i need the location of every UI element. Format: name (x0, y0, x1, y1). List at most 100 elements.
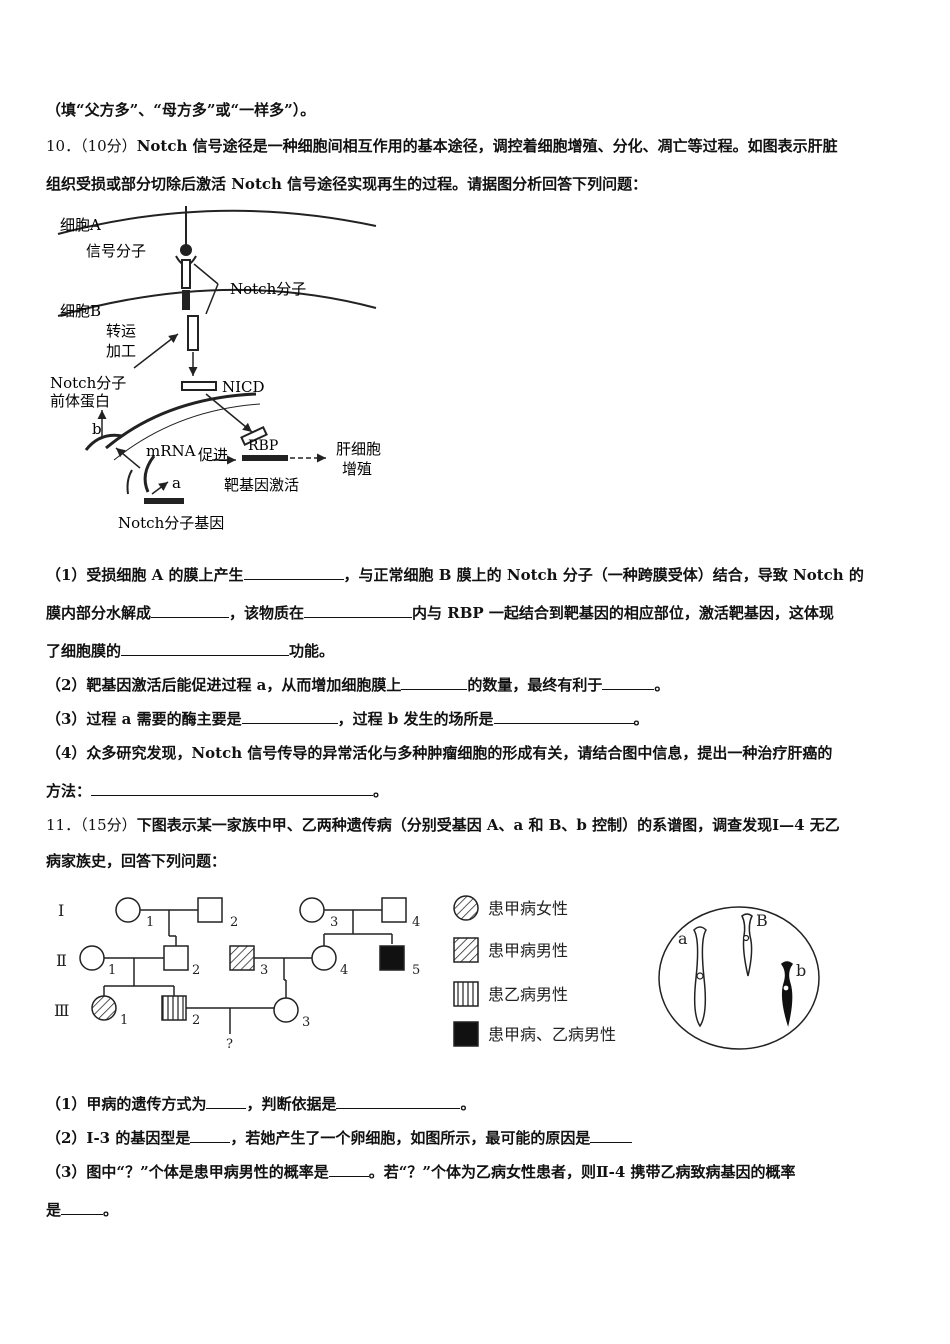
legend-male-b-icon (453, 981, 479, 1007)
pedigree-iii3 (273, 997, 299, 1023)
q11-part2: （2）Ⅰ-3 的基因型是，若她产生了一个卵细胞，如图所示，最可能的原因是 (46, 1128, 633, 1148)
pedigree-i4 (381, 897, 407, 923)
q10-stem-line1: 10．（10分）Notch 信号途径是一种细胞间相互作用的基本途径，调控着细胞增… (46, 137, 838, 155)
promote-label: 促进 (198, 446, 228, 464)
generation-1-label: Ⅰ (58, 901, 64, 920)
pedigree-ii2 (163, 945, 189, 971)
transport-label-1: 转运 (106, 322, 136, 340)
legend-male-a-icon (453, 937, 479, 963)
signal-molecule-label: 信号分子 (86, 242, 146, 260)
q10-number: 10． (46, 137, 81, 155)
pedigree-iii1 (91, 995, 117, 1021)
notch-molecule-label: Notch分子 (230, 280, 306, 298)
liver-label-1: 肝细胞 (336, 440, 381, 458)
legend-female-a-icon (453, 895, 479, 921)
answer-blank[interactable] (590, 1128, 633, 1143)
q10-stem-line2: 组织受损或部分切除后激活 Notch 信号途径实现再生的过程。请据图分析回答下列… (46, 175, 648, 193)
pedigree-ii3 (229, 945, 255, 971)
ii1-label: 1 (108, 963, 116, 978)
cell-b-label: 细胞B (60, 302, 101, 320)
answer-blank[interactable] (61, 1200, 104, 1215)
q9-tail: （填“父方多”、“母方多”或“一样多”）。 (46, 101, 316, 119)
cell-b-membrane (57, 288, 377, 317)
q10-part1-line1: （1）受损细胞 A 的膜上产生，与正常细胞 B 膜上的 Notch 分子（一种跨… (46, 565, 864, 584)
notch-gene-label: Notch分子基因 (118, 514, 224, 532)
i2-label: 2 (230, 915, 238, 930)
ii5-label: 5 (412, 963, 420, 978)
pedigree-figure: Ⅰ Ⅱ Ⅲ (54, 895, 616, 1052)
generation-3-label: Ⅲ (54, 1001, 69, 1020)
chromosome-b-icon (780, 961, 794, 1027)
answer-blank[interactable] (401, 675, 468, 690)
process-b-label: b (92, 420, 102, 438)
unknown-label: ? (226, 1037, 233, 1052)
q10-part1-line3: 了细胞膜的功能。 (46, 641, 335, 660)
q11-part3-line2: 是。 (46, 1200, 119, 1219)
i3-label: 3 (330, 915, 338, 930)
mrna-label: mRNA (146, 442, 196, 460)
q10-part2: （2）靶基因激活后能促进过程 a，从而增加细胞膜上的数量，最终有利于。 (46, 675, 670, 694)
legend-male-b-label: 患乙病男性 (488, 985, 568, 1004)
signal-molecule-icon (180, 244, 192, 256)
pedigree-i2 (197, 897, 223, 923)
chromosome-b-label: b (796, 961, 806, 980)
pedigree-ii1 (79, 945, 105, 971)
liver-label-2: 增殖 (342, 460, 372, 478)
q10-score: （10分） (80, 137, 137, 155)
q10-part4-line2: 方法：。 (46, 781, 389, 800)
answer-blank[interactable] (304, 603, 413, 618)
pedigree-ii4 (311, 945, 337, 971)
notch-molecule-icon (187, 315, 199, 351)
answer-blank[interactable] (206, 1094, 247, 1109)
legend-female-a-label: 患甲病女性 (488, 899, 568, 918)
pedigree-i3 (299, 897, 325, 923)
chromosome-a-label: a (678, 929, 688, 948)
q10-part1-line2: 膜内部分水解成，该物质在内与 RBP 一起结合到靶基因的相应部位，激活靶基因，这… (46, 603, 834, 622)
answer-blank[interactable] (121, 641, 290, 656)
nicd-icon (181, 381, 217, 391)
q11-stem-line2: 病家族史，回答下列问题： (46, 852, 227, 870)
i1-label: 1 (146, 915, 154, 930)
nicd-label: NICD (222, 378, 265, 396)
rbp-label: RBP (248, 438, 278, 454)
process-a-label: a (172, 474, 181, 492)
notch-pathway-figure: 细胞A 信号分子 Notch分子 细胞B 转运 加工 NICD Notch分子 … (50, 206, 381, 532)
chromosome-B-label: B (756, 911, 768, 930)
cell-a-membrane (57, 209, 377, 235)
q11-number: 11． (46, 816, 81, 834)
i4-label: 4 (412, 915, 420, 930)
q11-part1: （1）甲病的遗传方式为，判断依据是。 (46, 1094, 476, 1113)
answer-blank[interactable] (336, 1094, 461, 1109)
iii1-label: 1 (120, 1013, 128, 1028)
ii2-label: 2 (192, 963, 200, 978)
ii4-label: 4 (340, 963, 348, 978)
generation-2-label: Ⅱ (56, 951, 67, 970)
pedigree-i1 (115, 897, 141, 923)
answer-blank[interactable] (493, 709, 634, 724)
iii2-label: 2 (192, 1013, 200, 1028)
legend-male-ab-label: 患甲病、乙病男性 (488, 1025, 616, 1044)
precursor-label-1: Notch分子 (50, 374, 126, 392)
q11-score: （15分） (80, 816, 137, 834)
transport-label-2: 加工 (106, 342, 136, 360)
q10-part3: （3）过程 a 需要的酶主要是，过程 b 发生的场所是。 (46, 709, 649, 728)
legend-male-ab-icon (453, 1021, 479, 1047)
pedigree-ii5 (379, 945, 405, 971)
answer-blank[interactable] (602, 675, 655, 690)
answer-blank[interactable] (190, 1128, 231, 1143)
iii3-label: 3 (302, 1015, 310, 1030)
answer-blank[interactable] (151, 603, 230, 618)
answer-blank[interactable] (241, 709, 338, 724)
notch-gene-icon (144, 498, 184, 504)
q11-stem-line1: 11．（15分）下图表示某一家族中甲、乙两种遗传病（分别受基因 A、a 和 B、… (46, 816, 840, 834)
legend-male-a-label: 患甲病男性 (488, 941, 568, 960)
answer-blank[interactable] (328, 1162, 369, 1177)
chromosome-B-icon (741, 913, 753, 977)
answer-blank[interactable] (91, 781, 374, 796)
precursor-label-2: 前体蛋白 (50, 392, 110, 410)
ii3-label: 3 (260, 963, 268, 978)
q10-part4-line1: （4）众多研究发现，Notch 信号传导的异常活化与多种肿瘤细胞的形成有关，请结… (46, 744, 833, 762)
pedigree-iii2 (161, 995, 187, 1021)
egg-cell-figure: a B b (658, 906, 820, 1050)
answer-blank[interactable] (243, 565, 344, 580)
